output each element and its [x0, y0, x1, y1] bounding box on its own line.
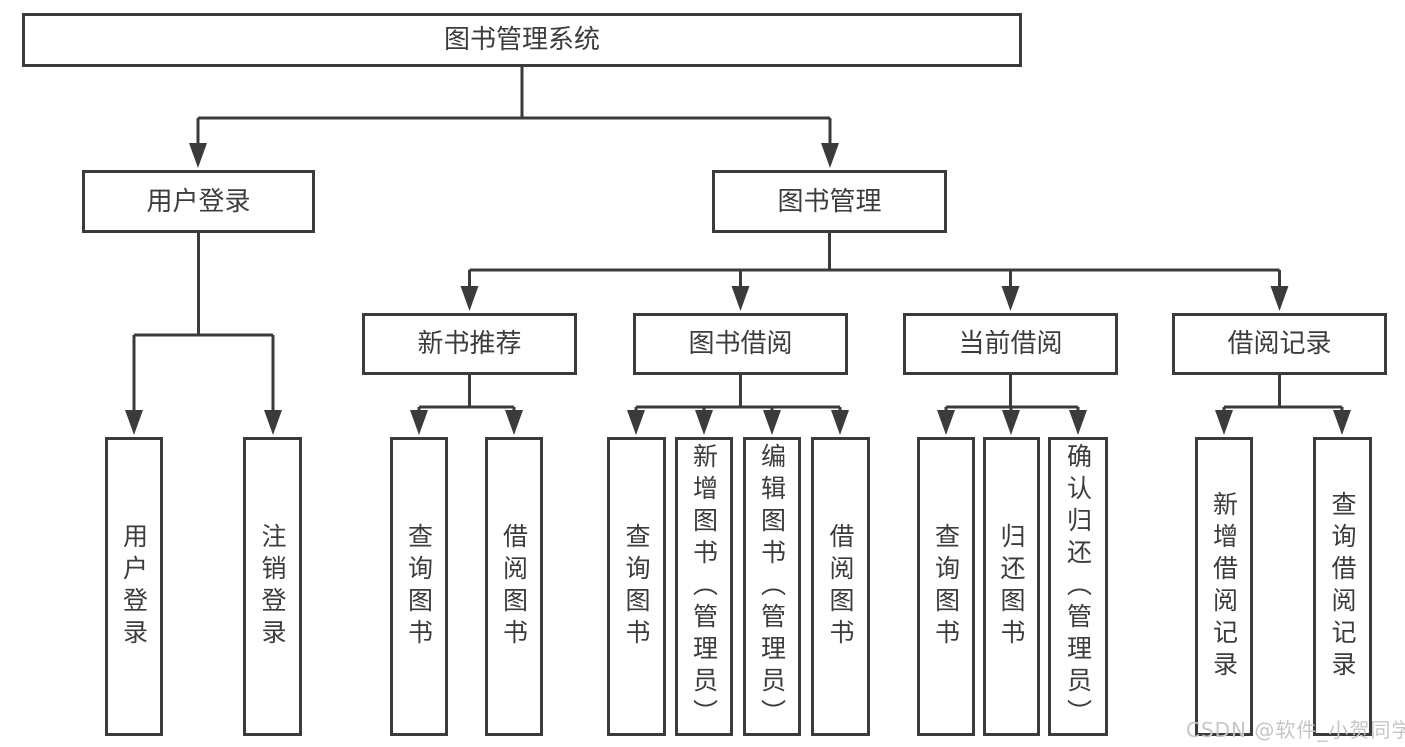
leaf-query-books: 查询图书	[607, 437, 666, 736]
node-book-borrowing: 图书借阅	[633, 313, 848, 375]
leaf-query-borrow-record: 查询借阅记录	[1313, 437, 1372, 736]
leaf-add-books-admin: 新增图书（管理员）	[675, 437, 733, 736]
leaf-query-books: 查询图书	[390, 437, 448, 736]
leaf-edit-books-admin: 编辑图书（管理员）	[743, 437, 801, 736]
leaf-logout: 注销登录	[243, 437, 302, 736]
leaf-query-books: 查询图书	[917, 437, 975, 736]
leaf-user-login: 用户登录	[105, 437, 163, 736]
leaf-borrow-books: 借阅图书	[811, 437, 870, 736]
leaf-borrow-books: 借阅图书	[485, 437, 543, 736]
leaf-add-borrow-record: 新增借阅记录	[1195, 437, 1253, 736]
node-book-management: 图书管理	[712, 170, 947, 233]
node-current-borrowing: 当前借阅	[903, 313, 1118, 375]
leaf-return-books: 归还图书	[983, 437, 1040, 736]
node-root-system: 图书管理系统	[22, 13, 1022, 67]
node-new-book-recommend: 新书推荐	[362, 313, 577, 375]
csdn-watermark: CSDN @软件_小贺同学	[1186, 718, 1405, 742]
leaf-confirm-return-admin: 确认归还（管理员）	[1048, 437, 1108, 736]
node-borrowing-records: 借阅记录	[1172, 313, 1387, 375]
node-user-login: 用户登录	[82, 170, 315, 233]
